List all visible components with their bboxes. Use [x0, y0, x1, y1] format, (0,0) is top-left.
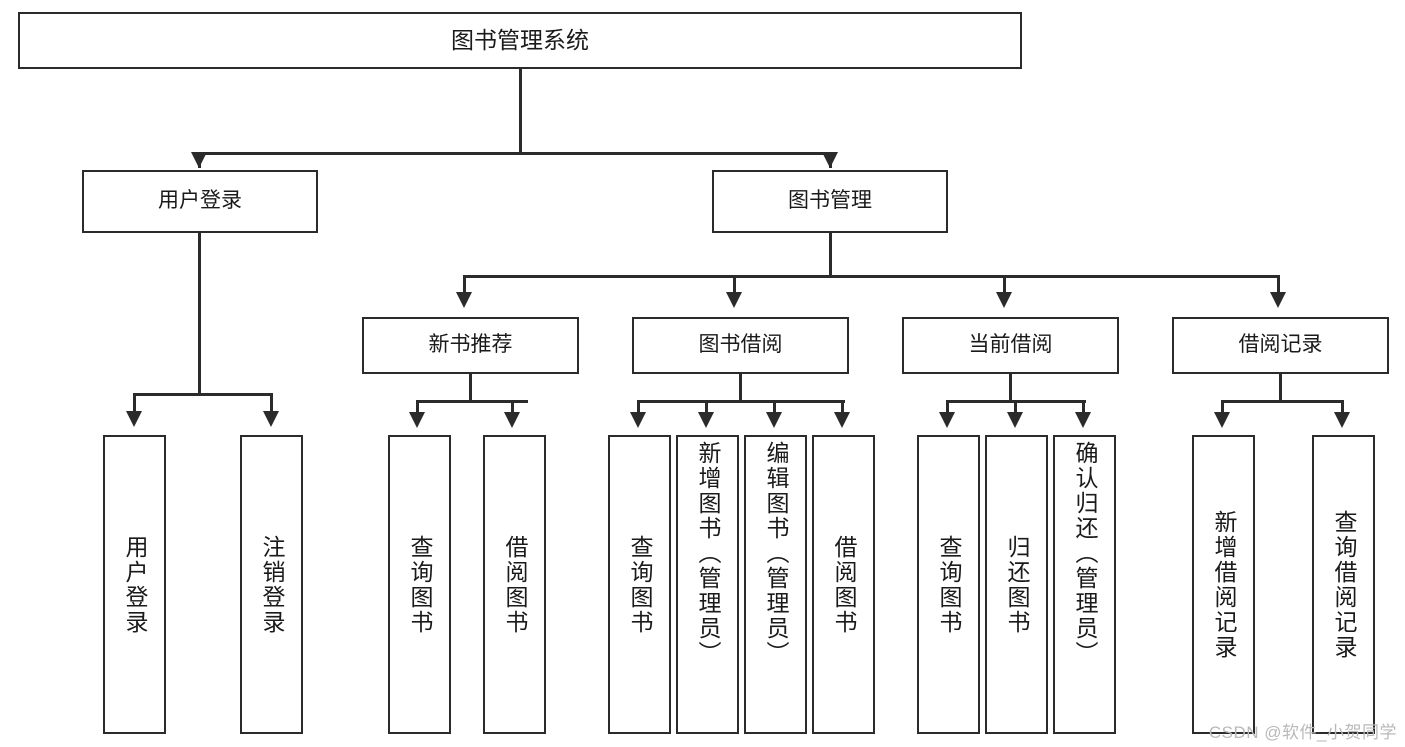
leaf-node-add-book-admin[interactable]: 新增图书（管理员）	[676, 435, 739, 734]
leaf-node-user-logout[interactable]: 注销登录	[240, 435, 303, 734]
connector-current-stem	[1009, 374, 1012, 402]
arrowhead-newbook-to-leaf2	[504, 412, 520, 428]
node-label: 用户登录	[122, 534, 148, 635]
leaf-node-borrow-book-newbook[interactable]: 借阅图书	[483, 435, 546, 734]
arrowhead-bookmgmt-to-current	[996, 292, 1012, 308]
node-label: 新书推荐	[428, 333, 513, 357]
connector-borrow-to-leaf1	[637, 400, 640, 416]
node-label: 新增借阅记录	[1211, 509, 1237, 660]
arrowhead-login-to-leaf1	[126, 411, 142, 427]
connector-bookmgmt-to-newbook	[463, 275, 466, 295]
leaf-node-user-login[interactable]: 用户登录	[103, 435, 166, 734]
arrowhead-borrow-to-leaf1	[630, 412, 646, 428]
csdn-watermark: CSDN @软件_小贺同学	[1208, 723, 1397, 742]
node-label: 新增图书（管理员）	[695, 441, 721, 666]
leaf-node-query-book-borrow[interactable]: 查询图书	[608, 435, 671, 734]
arrowhead-record-to-leaf2	[1334, 412, 1350, 428]
connector-borrow-to-leaf3	[773, 400, 776, 416]
node-label: 借阅图书	[502, 534, 528, 635]
node-label: 归还图书	[1004, 534, 1030, 635]
connector-bookmgmt-to-record	[1277, 275, 1280, 295]
arrowhead-bookmgmt-to-borrow	[726, 292, 742, 308]
arrowhead-root-to-bookmgmt	[822, 152, 838, 168]
node-current-borrowing[interactable]: 当前借阅	[902, 317, 1119, 374]
node-user-login[interactable]: 用户登录	[82, 170, 318, 233]
connector-record-stem	[1279, 374, 1282, 402]
connector-record-bus	[1221, 400, 1343, 403]
connector-newbook-to-leaf1	[416, 400, 419, 416]
arrowhead-root-to-login	[191, 152, 207, 168]
arrowhead-record-to-leaf1	[1214, 412, 1230, 428]
node-label: 查询图书	[627, 534, 653, 635]
arrowhead-current-to-leaf1	[939, 412, 955, 428]
node-new-book-recommendation[interactable]: 新书推荐	[362, 317, 579, 374]
connector-login-to-leaf2	[270, 393, 273, 415]
arrowhead-newbook-to-leaf1	[409, 412, 425, 428]
node-label: 借阅记录	[1238, 333, 1323, 357]
connector-login-to-leaf1	[133, 393, 136, 415]
node-label: 查询借阅记录	[1331, 509, 1357, 660]
leaf-node-borrow-book[interactable]: 借阅图书	[812, 435, 875, 734]
node-label: 注销登录	[259, 534, 285, 635]
connector-bookmgmt-bus	[463, 275, 1280, 278]
node-label: 图书管理	[788, 189, 872, 213]
arrowhead-current-to-leaf3	[1075, 412, 1091, 428]
node-label: 图书管理系统	[451, 27, 589, 54]
leaf-node-return-book[interactable]: 归还图书	[985, 435, 1048, 734]
node-label: 借阅图书	[831, 534, 857, 635]
leaf-node-query-book-newbook[interactable]: 查询图书	[388, 435, 451, 734]
leaf-node-query-book-current[interactable]: 查询图书	[917, 435, 980, 734]
arrowhead-bookmgmt-to-record	[1270, 292, 1286, 308]
connector-borrow-stem	[739, 374, 742, 402]
node-label: 查询图书	[936, 534, 962, 635]
leaf-node-confirm-return-admin[interactable]: 确认归还（管理员）	[1053, 435, 1116, 734]
node-book-borrowing[interactable]: 图书借阅	[632, 317, 849, 374]
connector-root-stem	[519, 69, 522, 154]
arrowhead-borrow-to-leaf3	[766, 412, 782, 428]
connector-record-to-leaf2	[1341, 400, 1344, 416]
connector-current-to-leaf3	[1082, 400, 1085, 416]
node-label: 查询图书	[407, 534, 433, 635]
connector-borrow-to-leaf4	[841, 400, 844, 416]
connector-login-bus	[133, 393, 272, 396]
leaf-node-query-borrowing-record[interactable]: 查询借阅记录	[1312, 435, 1375, 734]
connector-bookmgmt-to-borrow	[733, 275, 736, 295]
leaf-node-add-borrowing-record[interactable]: 新增借阅记录	[1192, 435, 1255, 734]
connector-borrow-to-leaf2	[705, 400, 708, 416]
node-book-management[interactable]: 图书管理	[712, 170, 948, 233]
arrowhead-login-to-leaf2	[263, 411, 279, 427]
arrowhead-current-to-leaf2	[1007, 412, 1023, 428]
connector-login-stem	[198, 233, 201, 395]
leaf-node-edit-book-admin[interactable]: 编辑图书（管理员）	[744, 435, 807, 734]
arrowhead-borrow-to-leaf2	[698, 412, 714, 428]
connector-root-bus	[198, 152, 830, 155]
connector-newbook-bus	[416, 400, 528, 403]
connector-current-to-leaf1	[946, 400, 949, 416]
arrowhead-borrow-to-leaf4	[834, 412, 850, 428]
node-label: 用户登录	[158, 189, 242, 213]
node-root-book-management-system[interactable]: 图书管理系统	[18, 12, 1022, 69]
connector-bookmgmt-stem	[829, 233, 832, 277]
node-label: 当前借阅	[968, 333, 1053, 357]
node-label: 编辑图书（管理员）	[763, 441, 789, 666]
connector-newbook-stem	[469, 374, 472, 402]
connector-current-to-leaf2	[1014, 400, 1017, 416]
node-borrowing-record[interactable]: 借阅记录	[1172, 317, 1389, 374]
node-label: 图书借阅	[698, 333, 783, 357]
connector-record-to-leaf1	[1221, 400, 1224, 416]
connector-bookmgmt-to-current	[1003, 275, 1006, 295]
arrowhead-bookmgmt-to-newbook	[456, 292, 472, 308]
connector-borrow-bus	[637, 400, 845, 403]
connector-newbook-to-leaf2	[511, 400, 514, 416]
node-label: 确认归还（管理员）	[1072, 441, 1098, 666]
